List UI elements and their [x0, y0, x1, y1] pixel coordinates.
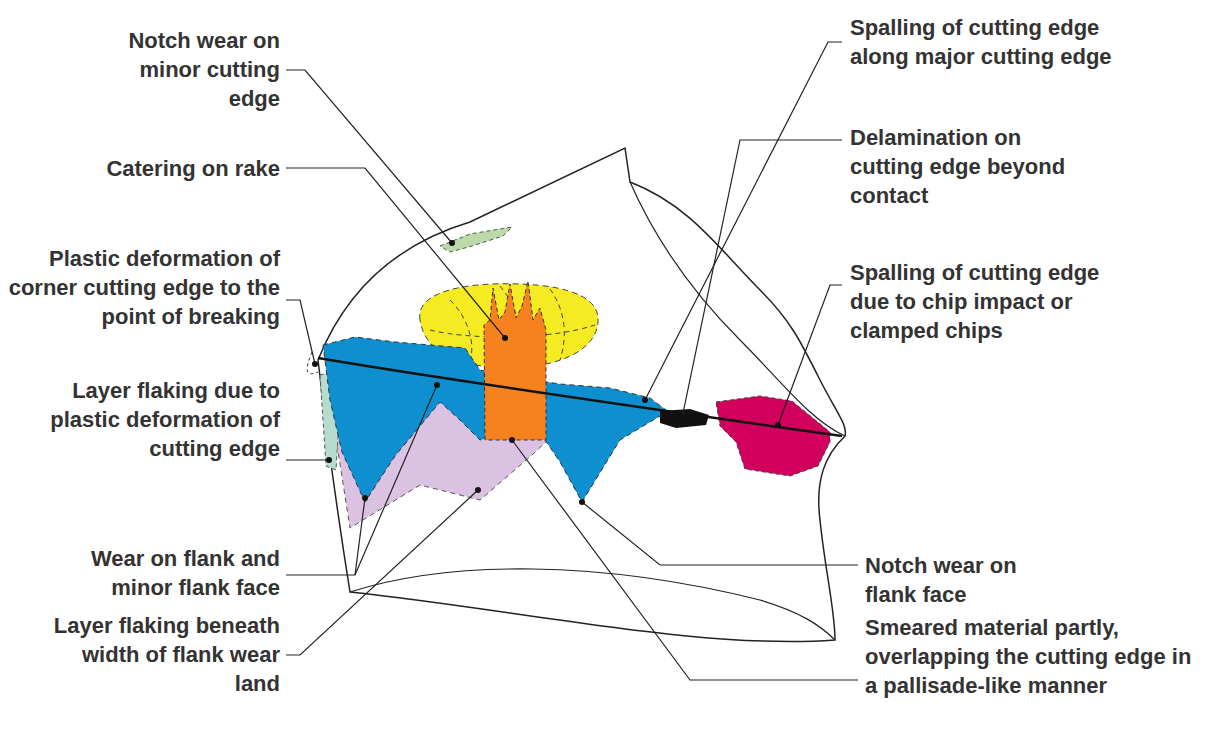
callout-label: Smeared material partly, overlapping the… [865, 613, 1201, 700]
callout-label: Layer flaking beneath width of flank wea… [38, 611, 280, 698]
callout-label: Catering on rake [60, 154, 280, 183]
spalling-region [716, 396, 830, 476]
callout-label: Wear on flank and minor flank face [42, 544, 280, 602]
callout-label: Spalling of cutting edge due to chip imp… [850, 258, 1124, 345]
leader-lines [286, 42, 858, 680]
callout-label: Layer flaking due to plastic deformation… [40, 376, 280, 463]
notch-minor-region [440, 227, 512, 252]
callout-label: Notch wear on flank face [865, 551, 1049, 609]
callout-label: Plastic deformation of corner cutting ed… [8, 244, 280, 331]
major-cutting-edge [318, 358, 842, 436]
smeared-material-region [484, 281, 546, 440]
insert-outline [318, 148, 845, 642]
callout-label: Notch wear on minor cutting edge [86, 26, 280, 113]
callout-label: Delamination on cutting edge beyond cont… [850, 123, 1092, 210]
callout-label: Spalling of cutting edge along major cut… [850, 13, 1114, 71]
leader-dots [312, 240, 781, 505]
